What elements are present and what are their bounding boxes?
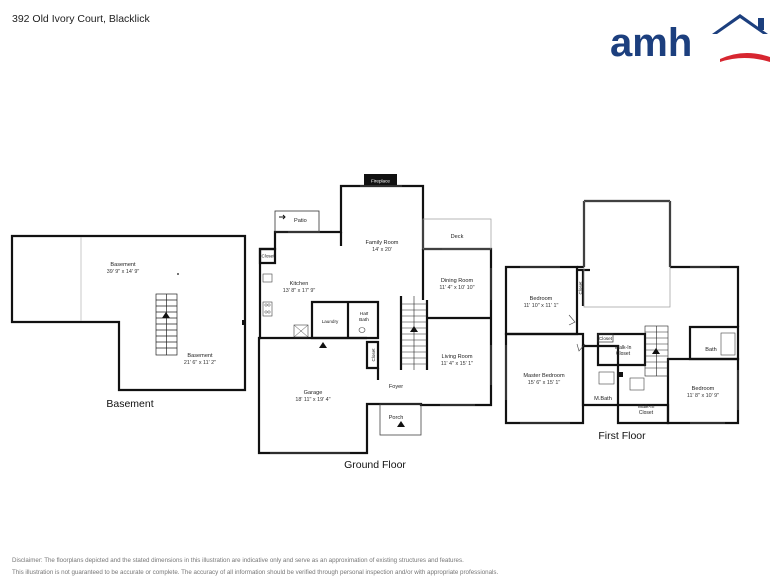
basement-main-dims: 39' 9" x 14' 9": [107, 269, 140, 275]
bath-label: Bath: [705, 347, 717, 353]
first-stairs-up-arrow-icon: [652, 348, 660, 354]
kitchen-label: Kitchen: [290, 281, 309, 287]
fireplace-label: Fireplace: [371, 179, 390, 184]
half-bath-label: Half Bath: [359, 312, 369, 323]
fireplace-box: [364, 174, 397, 186]
basement-sub-dims: 21' 6" x 11' 2": [184, 360, 216, 366]
family-room-dims: 14' x 20': [372, 247, 392, 253]
master-bedroom-label: Master Bedroom: [523, 373, 565, 379]
living-room-label: Living Room: [441, 354, 472, 360]
ground-stairs-up-arrow-icon: [410, 326, 418, 332]
dining-room-label: Dining Room: [441, 278, 474, 284]
kitchen-closet-label: Closet: [261, 254, 275, 259]
floor-label-ground: Ground Floor: [344, 459, 406, 471]
basement-sub-label: Basement: [187, 353, 213, 359]
master-bedroom-dims: 15' 6" x 15' 1": [528, 380, 561, 386]
deck-label: Deck: [451, 234, 464, 240]
ground-stairs: [401, 296, 427, 370]
basement-main-label: Basement: [110, 262, 136, 268]
bedroom1-dims: 11' 10" x 11' 1": [524, 303, 559, 309]
foyer-closet-label: Closet: [371, 348, 376, 362]
porch-label: Porch: [389, 415, 404, 421]
basement-stairs: [155, 293, 178, 356]
stairs-up-arrow-icon: [162, 312, 170, 318]
patio-label: Patio: [294, 218, 307, 224]
basement-plan: [10, 234, 247, 392]
bedroom1-label: Bedroom: [530, 296, 553, 302]
disclaimer-line-1: Disclaimer: The floorplans depicted and …: [12, 557, 464, 564]
disclaimer-line-2: This illustration is not guaranteed to b…: [12, 569, 499, 576]
hall-closet-label: Closet: [599, 336, 613, 341]
logo-swoosh-icon: [720, 52, 770, 62]
floor-label-first: First Floor: [598, 430, 646, 442]
laundry-label: Laundry: [322, 319, 339, 324]
foyer-label: Foyer: [389, 384, 403, 390]
bedroom2-label: Bedroom: [692, 386, 715, 392]
open-to-below-outline: [583, 200, 671, 308]
porch-entry-arrow-icon: [397, 421, 405, 427]
family-room-label: Family Room: [366, 240, 399, 246]
bedroom1-closet-label: Closet: [578, 281, 583, 295]
logo-roof-icon: [712, 14, 768, 34]
walkin-closet-1-label: Walk-In Closet: [614, 345, 632, 357]
garage-dims: 18' 11" x 19' 4": [295, 397, 330, 403]
kitchen-dims: 13' 8" x 17' 9": [283, 288, 316, 294]
dining-room-dims: 11' 4" x 10' 10": [439, 285, 474, 291]
porch-outline: [379, 403, 422, 436]
property-address: 392 Old Ivory Court, Blacklick: [12, 13, 150, 25]
amh-logo: amh: [610, 14, 770, 64]
master-bath-label: M.Bath: [594, 396, 612, 402]
bedroom2-dims: 11' 8" x 10' 9": [687, 393, 719, 399]
garage-label: Garage: [304, 390, 323, 396]
walkin-closet-2-label: Walk-In Closet: [637, 404, 655, 416]
floor-label-basement: Basement: [106, 398, 153, 410]
living-room-dims: 11' 4" x 15' 1": [441, 361, 473, 367]
logo-wordmark: amh: [610, 21, 692, 64]
